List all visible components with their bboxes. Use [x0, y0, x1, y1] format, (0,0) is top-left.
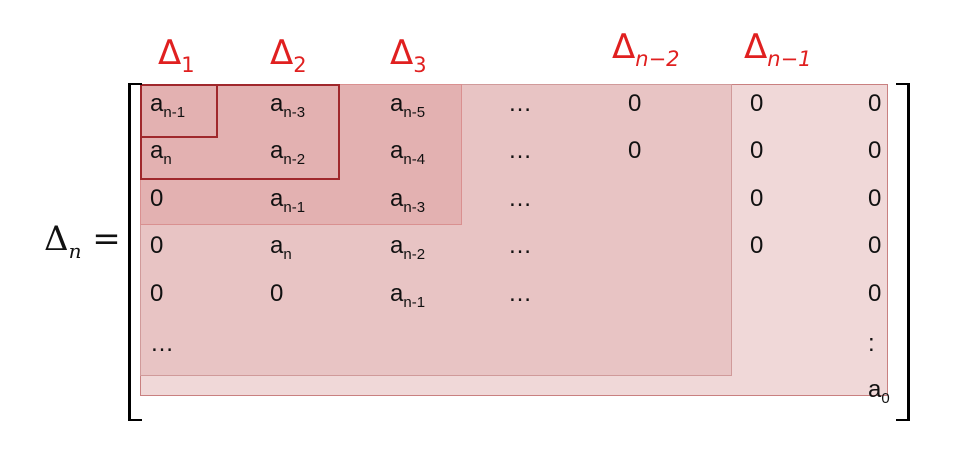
matrix-cell-base: a	[390, 137, 404, 164]
region-delta-1	[140, 84, 218, 138]
matrix-cell-base: 0	[150, 185, 164, 212]
matrix-cell: 0	[150, 280, 163, 308]
matrix-cell-base: 0	[750, 137, 764, 164]
matrix-cell-subscript: n-1	[403, 294, 426, 311]
matrix-cell: 0	[868, 232, 881, 260]
matrix-cell: an-1	[270, 185, 305, 216]
matrix-cell: an-2	[390, 232, 425, 263]
matrix-cell-base: 0	[750, 232, 764, 259]
matrix-cell-base: 0	[150, 232, 164, 259]
matrix-cell: an	[150, 137, 172, 168]
label-delta-3: Δ3	[390, 33, 427, 77]
matrix-cell-base: 0	[868, 232, 882, 259]
matrix-cell-base: a	[270, 137, 284, 164]
matrix-cell-subscript: n-2	[283, 151, 306, 168]
matrix-cell: 0	[150, 185, 163, 213]
matrix-cell: 0	[750, 185, 763, 213]
matrix-cell: an-3	[270, 90, 305, 121]
matrix-cell: 0	[750, 232, 763, 260]
matrix-cell-base: 0	[150, 280, 164, 307]
matrix-cell-subscript: n	[283, 246, 292, 263]
matrix-cell-base: 0	[270, 280, 284, 307]
matrix-cell-base: a	[390, 280, 404, 307]
matrix-cell-base: a	[150, 137, 164, 164]
matrix-cell: 0	[868, 280, 881, 308]
matrix-cell-base: 0	[750, 185, 764, 212]
matrix-cell-base: a	[390, 90, 404, 117]
matrix-cell-base: …	[508, 185, 532, 212]
matrix-cell: …	[508, 232, 532, 260]
matrix-cell: 0	[750, 90, 763, 118]
matrix-cell-subscript: n	[163, 151, 172, 168]
matrix-cell-base: :	[868, 330, 875, 357]
matrix-cell: an-5	[390, 90, 425, 121]
matrix-cell-base: …	[508, 137, 532, 164]
matrix-cell: 0	[270, 280, 283, 308]
matrix-cell: an-4	[390, 137, 425, 168]
matrix-cell: …	[508, 137, 532, 165]
matrix-cell-base: 0	[868, 185, 882, 212]
matrix-cell-subscript: n-3	[403, 199, 426, 216]
label-delta-1: Δ1	[158, 33, 195, 77]
delta-n-equals: Δn =	[44, 219, 121, 263]
matrix-cell-base: 0	[868, 280, 882, 307]
matrix-cell: 0	[628, 137, 641, 165]
matrix-right-bracket	[896, 83, 910, 421]
matrix-cell-base: a	[270, 185, 284, 212]
matrix-cell-base: a	[390, 185, 404, 212]
matrix-cell-subscript: n-4	[403, 151, 426, 168]
matrix-cell-base: 0	[750, 90, 764, 117]
matrix-cell-base: a	[868, 376, 882, 403]
matrix-cell-subscript: n-5	[403, 104, 426, 121]
matrix-cell: …	[508, 280, 532, 308]
matrix-cell-base: …	[150, 330, 174, 357]
matrix-cell: an	[270, 232, 292, 263]
label-delta-n-2: Δn−2	[612, 27, 680, 71]
matrix-cell-base: …	[508, 232, 532, 259]
matrix-cell-base: 0	[628, 137, 642, 164]
matrix-cell: 0	[868, 185, 881, 213]
matrix-cell: :	[868, 330, 875, 358]
matrix-cell-subscript: n-1	[163, 104, 186, 121]
matrix-cell-base: …	[508, 90, 532, 117]
matrix-cell-base: 0	[868, 137, 882, 164]
matrix-cell: an-1	[390, 280, 425, 311]
matrix-cell: 0	[150, 232, 163, 260]
matrix-cell: a0	[868, 376, 890, 407]
matrix-cell: 0	[868, 137, 881, 165]
matrix-cell: an-1	[150, 90, 185, 121]
matrix-cell: an-3	[390, 185, 425, 216]
matrix-cell-base: 0	[628, 90, 642, 117]
matrix-cell-subscript: 0	[881, 390, 890, 407]
label-delta-n-1: Δn−1	[744, 27, 812, 71]
matrix-cell: …	[508, 185, 532, 213]
matrix-cell-base: a	[390, 232, 404, 259]
matrix-cell: 0	[868, 90, 881, 118]
matrix-cell-base: a	[270, 232, 284, 259]
matrix-cell-base: 0	[868, 90, 882, 117]
matrix-cell-base: …	[508, 280, 532, 307]
region-delta-3	[140, 84, 462, 225]
matrix-cell: …	[150, 330, 174, 358]
matrix-left-bracket	[128, 83, 142, 421]
label-delta-2: Δ2	[270, 33, 307, 77]
matrix-cell: …	[508, 90, 532, 118]
matrix-cell: an-2	[270, 137, 305, 168]
matrix-cell: 0	[750, 137, 763, 165]
matrix-cell-subscript: n-2	[403, 246, 426, 263]
matrix-cell-subscript: n-3	[283, 104, 306, 121]
matrix-cell-base: a	[150, 90, 164, 117]
matrix-cell-base: a	[270, 90, 284, 117]
matrix-cell: 0	[628, 90, 641, 118]
matrix-cell-subscript: n-1	[283, 199, 306, 216]
